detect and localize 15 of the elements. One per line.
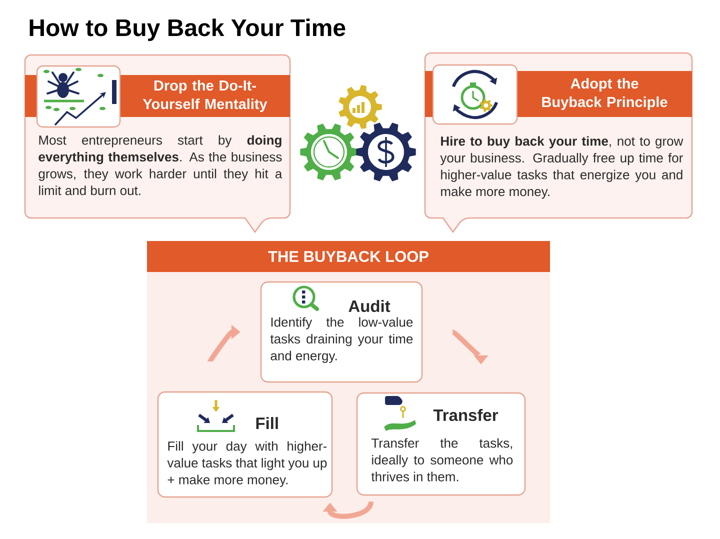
- body-text: Transfer the tasks, ideally to someone who thrives in them.: [371, 438, 513, 482]
- step-title: Transfer: [433, 408, 498, 422]
- body-text: Hire to buy back your time, not to grow your business. Gradually free up time for higher-value tasks that energize you and make more money.: [440, 136, 684, 199]
- heading-banner: THE BUYBACK LOOP: [147, 241, 550, 272]
- body-text: Identify the low-value tasks draining your time and energy.: [270, 317, 413, 363]
- step-box: [157, 391, 333, 498]
- step-title: Audit: [348, 300, 390, 312]
- callout-box: [424, 52, 693, 233]
- step-box: [260, 281, 423, 383]
- body-text: Most entrepreneurs start by doing everything themselves. As the business grows, they work harder until they hit a limit and burn out.: [38, 135, 282, 196]
- callout-box: [24, 54, 291, 233]
- page-title: How to Buy Back Your Time: [30, 18, 346, 41]
- body-text: Fill your day with higher-value tasks that light you up + make more money.: [167, 441, 327, 487]
- step-title: Fill: [256, 417, 278, 429]
- step-box: [356, 392, 526, 496]
